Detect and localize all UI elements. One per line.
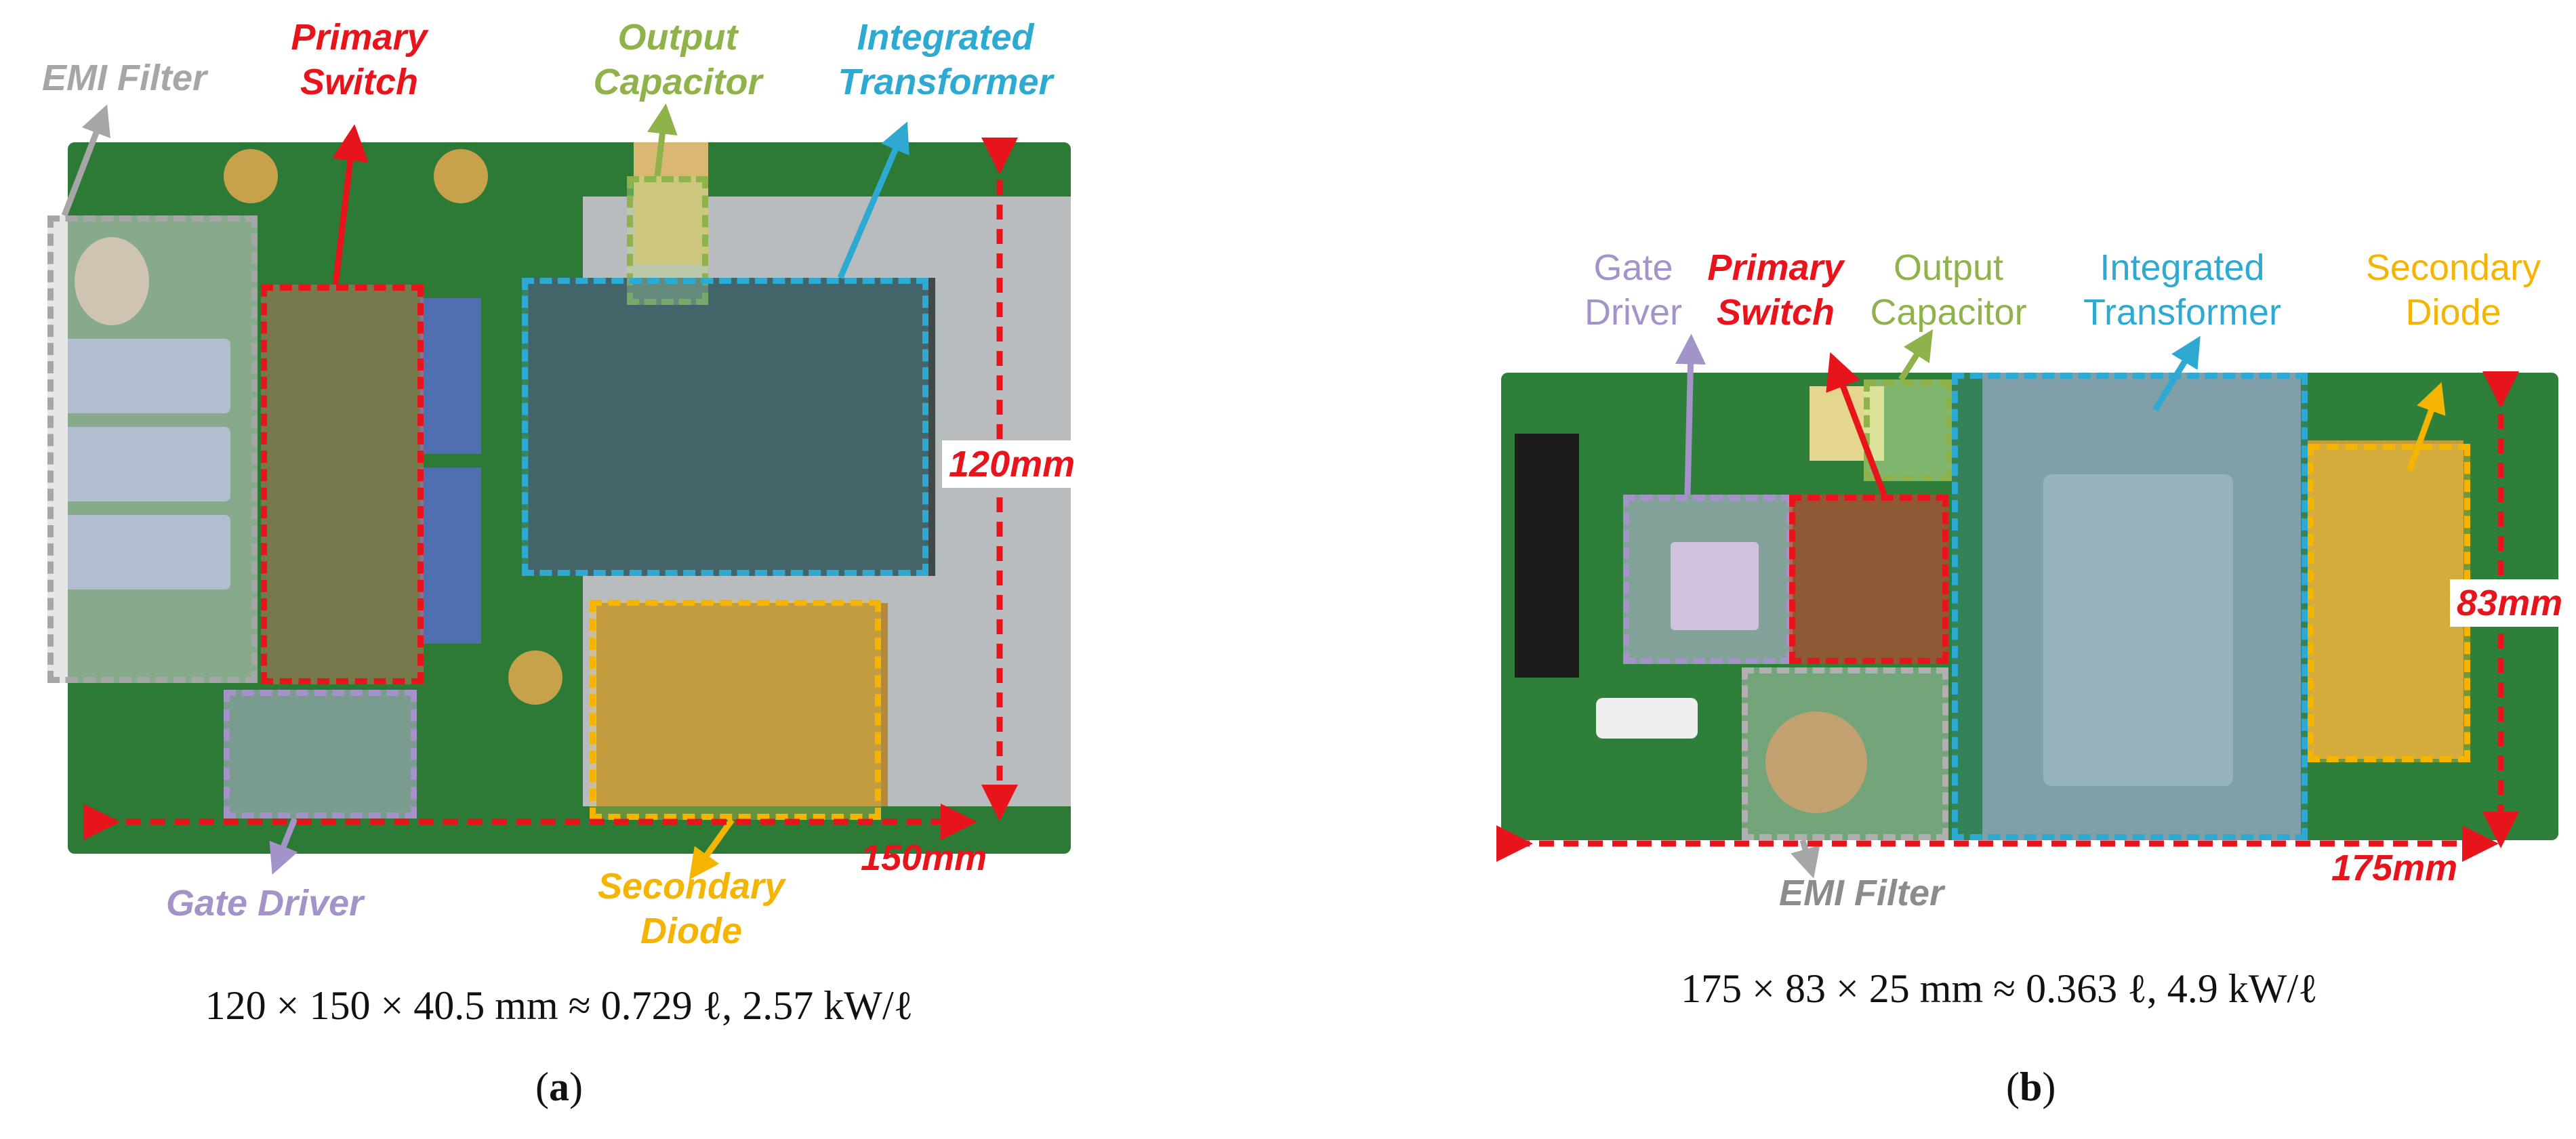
primary-switch-arrow-a [331,124,369,285]
emi-filter-label-b: EMI Filter [1779,873,1944,913]
secondary-diode-arrow-b [2406,381,2446,472]
integrated-transformer-box-a [522,278,928,576]
secondary-diode-copper-b [2308,440,2463,759]
output-cap-body-a [634,142,708,264]
secondary-copper-a [596,603,888,806]
terminal-1-a [224,149,278,203]
integrated-transformer-arrow-a [837,121,909,279]
emi-inductor-b [1765,711,1867,813]
secondary-diode-arrow-a [689,818,735,880]
caption-a: 120 × 150 × 40.5 mm ≈ 0.729 ℓ, 2.57 kW/ℓ [205,983,914,1028]
terminal-3-a [508,650,563,705]
gate-driver-label-a: Gate Driver [166,883,364,924]
output-capacitor-arrow-b [1898,329,1934,381]
gate-driver-box-b [1623,495,1793,664]
primary-switch-box-b [1789,495,1948,664]
output-capacitor-box-b [1864,379,1952,481]
height-dimension-label-b: 83mm [2450,579,2570,627]
sub-label-a: (a) [535,1064,583,1109]
sub-label-b: (b) [2006,1064,2056,1109]
caption-b: 175 × 83 × 25 mm ≈ 0.363 ℓ, 4.9 kW/ℓ [1681,966,2318,1011]
emi-filter-label-a: EMI Filter [42,58,207,98]
transformer-core-a [529,278,935,576]
output-capacitor-arrow-a [647,103,678,177]
emi-filter-arrow-a [61,104,110,217]
secondary-diode-box-a [590,600,881,820]
gate-driver-arrow-b [1675,333,1706,495]
connector-b [1515,434,1579,678]
emi-filter-box-a [47,215,258,683]
film-cap-1-a [420,298,481,454]
primary-switch-box-a [261,285,424,684]
arrows-a [61,103,1018,880]
width-dimension-label-b: 175mm [2331,848,2458,888]
height-dimension-label-a: 120mm [942,440,1082,488]
primary-switch-arrow-b [1826,352,1887,496]
transformer-clip-b [2043,474,2233,786]
width-dimension-label-a: 150mm [861,837,987,878]
fuse-b [1596,698,1698,739]
terminal-2-a [434,149,488,203]
integrated-transformer-arrow-b [2152,335,2201,412]
film-cap-2-a [420,468,481,644]
